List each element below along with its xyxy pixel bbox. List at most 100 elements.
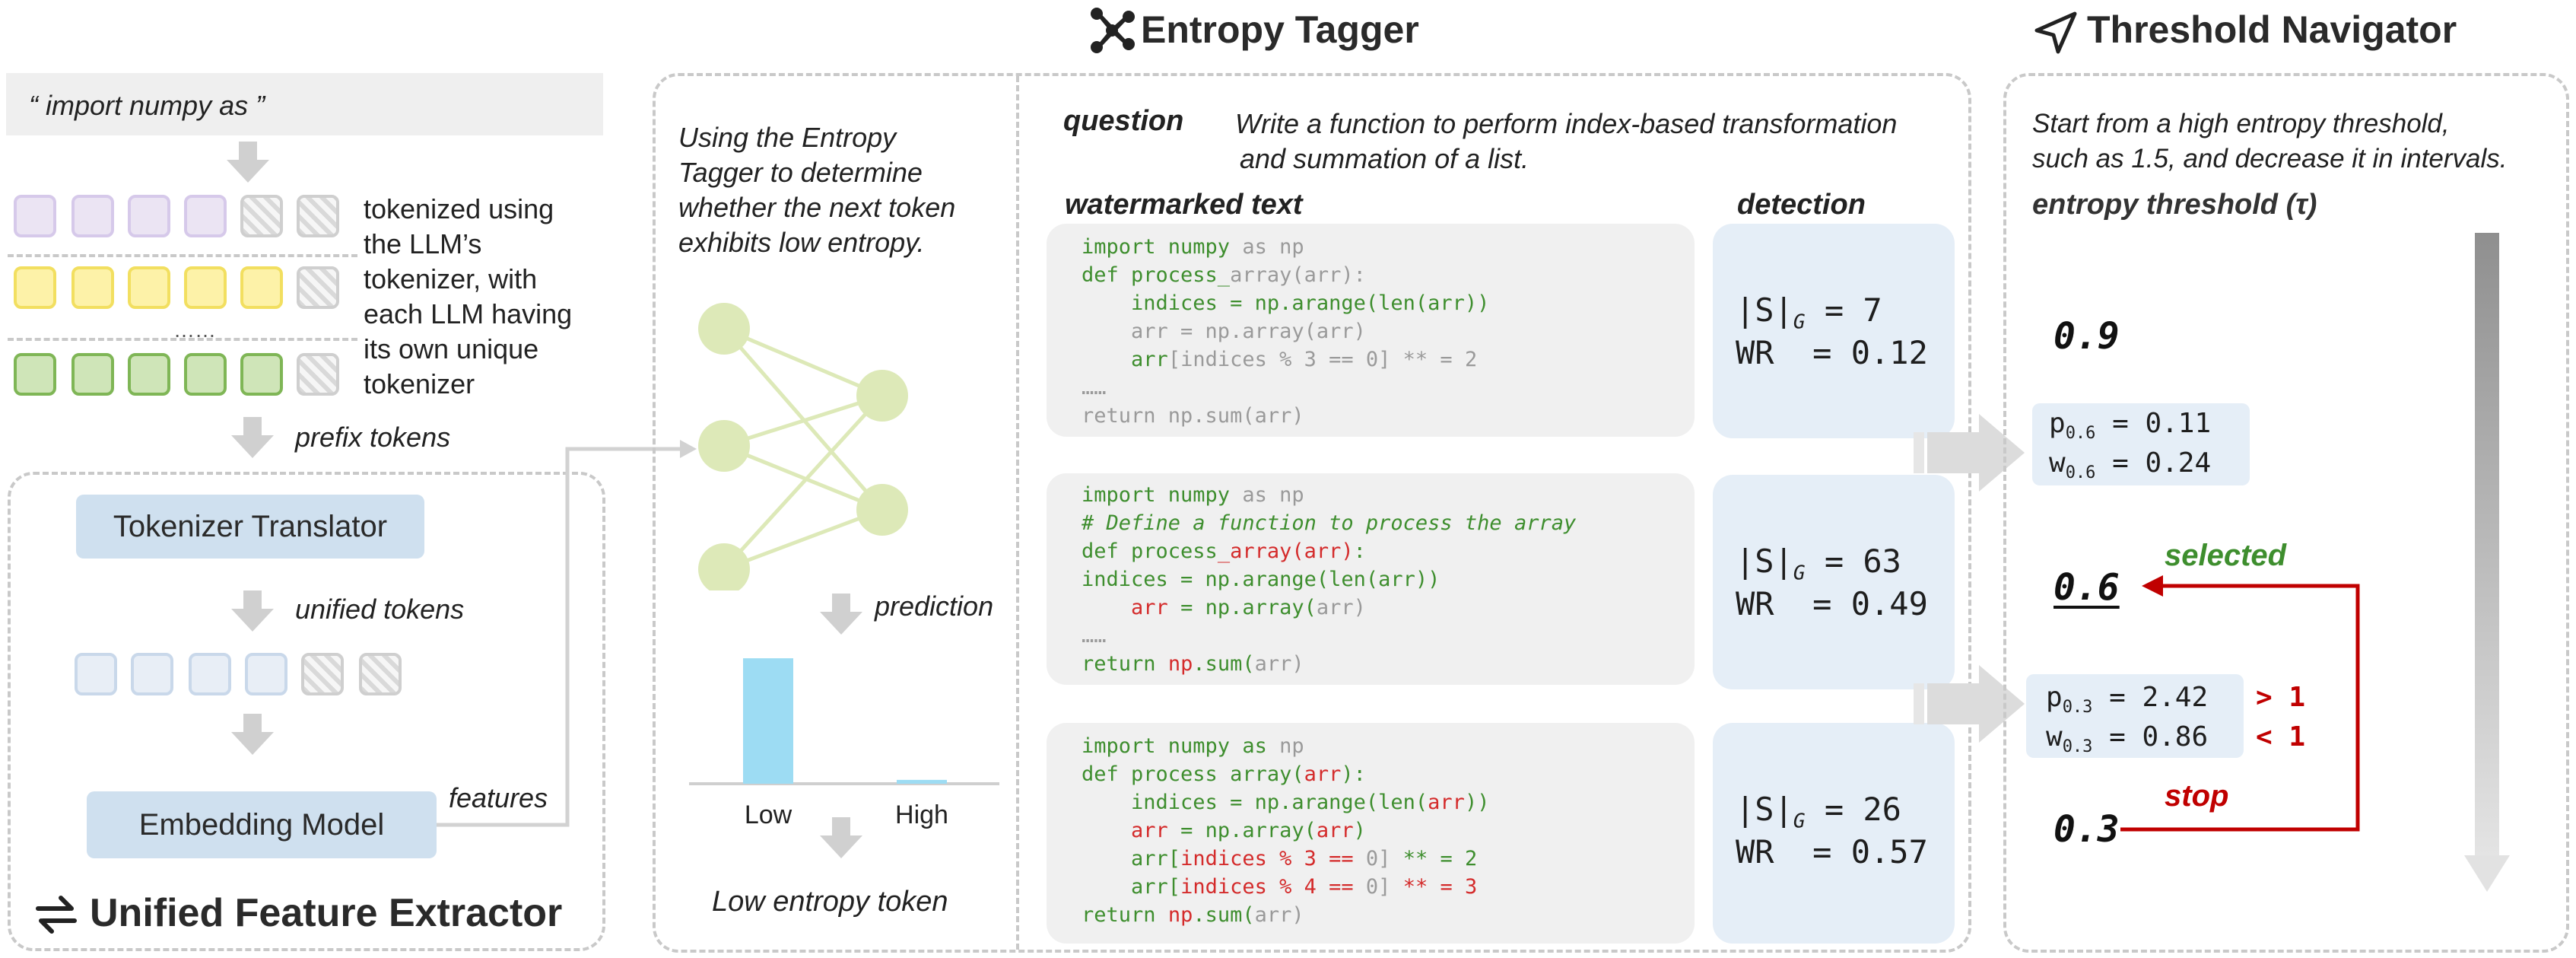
detection-box-3: [1713, 723, 1955, 944]
lt-one: < 1: [2256, 721, 2306, 753]
down-arrow-icon: [820, 594, 862, 635]
tick-label-low: Low: [745, 800, 792, 829]
token: [297, 353, 339, 396]
threshold-value-selected: 0.6: [2053, 566, 2120, 609]
token: [189, 653, 231, 695]
entropy-tagger-title: Entropy Tagger: [1141, 8, 1419, 51]
token: [359, 653, 402, 695]
tokenizer-translator-box: Tokenizer Translator: [76, 495, 424, 559]
code-text-1: import numpy as np def process_array(arr…: [1082, 235, 1490, 428]
code-text-2: import numpy as np # Define a function t…: [1082, 483, 1577, 676]
p-0.3: p0.3 = 2.42: [2046, 682, 2209, 718]
tagger-description-line: whether the next token: [678, 192, 956, 223]
network-icon: [1091, 8, 1135, 53]
tick-label-high: High: [895, 800, 948, 829]
token: [184, 266, 227, 309]
token: [75, 653, 117, 695]
swap-arrows-icon: [36, 896, 77, 934]
down-arrow-icon: [231, 590, 274, 632]
metric-box-0.3: [2026, 674, 2244, 758]
threshold-navigator-panel: [2003, 73, 2569, 953]
down-arrow-icon: [820, 817, 862, 858]
code-sample-3: [1047, 723, 1695, 944]
token: [128, 195, 170, 237]
down-arrow-icon: [231, 417, 274, 458]
tagger-description-line: exhibits low entropy.: [678, 227, 925, 258]
threshold-value-stop: 0.3: [2053, 808, 2120, 851]
neural-network-icon: [698, 303, 908, 590]
token: [14, 195, 56, 237]
features-connector: [437, 440, 697, 827]
threshold-scale-arrow: [2464, 233, 2510, 892]
question-text-line: and summation of a list.: [1240, 143, 1529, 174]
selected-label: selected: [2165, 539, 2287, 572]
question-label: question: [1063, 105, 1184, 137]
token: [184, 353, 227, 396]
w-0.3: w0.3 = 0.86: [2046, 721, 2209, 757]
token: [184, 195, 227, 237]
entropy-threshold-label: entropy threshold (τ): [2032, 189, 2317, 221]
feature-extractor-panel: [8, 472, 605, 951]
ellipsis: ……: [173, 318, 216, 342]
token: [131, 653, 173, 695]
p-0.6: p0.6 = 0.11: [2049, 408, 2212, 444]
metric-box-0.6: [2032, 403, 2250, 485]
token: [297, 195, 339, 237]
threshold-navigator-title: Threshold Navigator: [2087, 8, 2457, 51]
token: [71, 195, 114, 237]
features-label: features: [449, 782, 548, 813]
threshold-value-high: 0.9: [2053, 315, 2120, 358]
down-arrow-icon: [231, 714, 274, 755]
down-arrow-icon: [227, 142, 269, 183]
token: [14, 266, 56, 309]
token: [71, 353, 114, 396]
token: [301, 653, 344, 695]
detection-s-3: |S|G = 26: [1736, 791, 1901, 833]
token: [240, 266, 283, 309]
navigator-description-line: such as 1.5, and decrease it in interval…: [2032, 144, 2508, 173]
gt-one: > 1: [2256, 682, 2306, 713]
divider: [8, 338, 357, 341]
detection-wr-2: WR = 0.49: [1736, 585, 1928, 622]
selection-loop-arrow: [2120, 575, 2360, 832]
w-0.6: w0.6 = 0.24: [2049, 447, 2212, 483]
flow-arrow-icon: [1914, 665, 2025, 743]
panel-divider: [1016, 76, 1019, 950]
token: [245, 653, 287, 695]
token: [240, 195, 283, 237]
stop-label: stop: [2165, 779, 2229, 813]
navigation-icon: [2034, 11, 2077, 54]
input-text: “ import numpy as ”: [29, 90, 265, 121]
bar-low: [743, 658, 793, 784]
entropy-prediction-chart: Low High: [689, 658, 999, 829]
token: [240, 353, 283, 396]
detection-box-2: [1713, 475, 1955, 689]
tagger-description-line: Using the Entropy: [678, 122, 897, 153]
entropy-tagger-panel: [653, 73, 1971, 953]
detection-s-1: |S|G = 7: [1736, 291, 1882, 334]
watermarked-text-label: watermarked text: [1065, 189, 1303, 221]
unified-tokens-label: unified tokens: [295, 594, 465, 625]
code-sample-2: [1047, 473, 1695, 685]
detection-label: detection: [1737, 189, 1866, 221]
token: [14, 353, 56, 396]
low-entropy-token-label: Low entropy token: [712, 886, 948, 918]
divider: [8, 254, 357, 257]
navigator-description-line: Start from a high entropy threshold,: [2032, 109, 2450, 138]
detection-wr-3: WR = 0.57: [1736, 833, 1928, 870]
extractor-title: Unified Feature Extractor: [90, 891, 563, 935]
token: [128, 353, 170, 396]
prediction-label: prediction: [875, 590, 994, 622]
input-text-bar: [6, 73, 603, 135]
token: [71, 266, 114, 309]
detection-s-2: |S|G = 63: [1736, 543, 1901, 585]
bar-high: [897, 779, 947, 784]
token: [128, 266, 170, 309]
code-text-3: import numpy as np def process array(arr…: [1082, 734, 1490, 927]
embedding-model-box: Embedding Model: [87, 791, 437, 858]
code-sample-1: [1047, 224, 1695, 437]
tagger-description-line: Tagger to determine: [678, 157, 923, 188]
question-text-line: Write a function to perform index-based …: [1235, 108, 1898, 139]
prefix-tokens-label: prefix tokens: [295, 422, 451, 453]
detection-wr-1: WR = 0.12: [1736, 334, 1928, 371]
